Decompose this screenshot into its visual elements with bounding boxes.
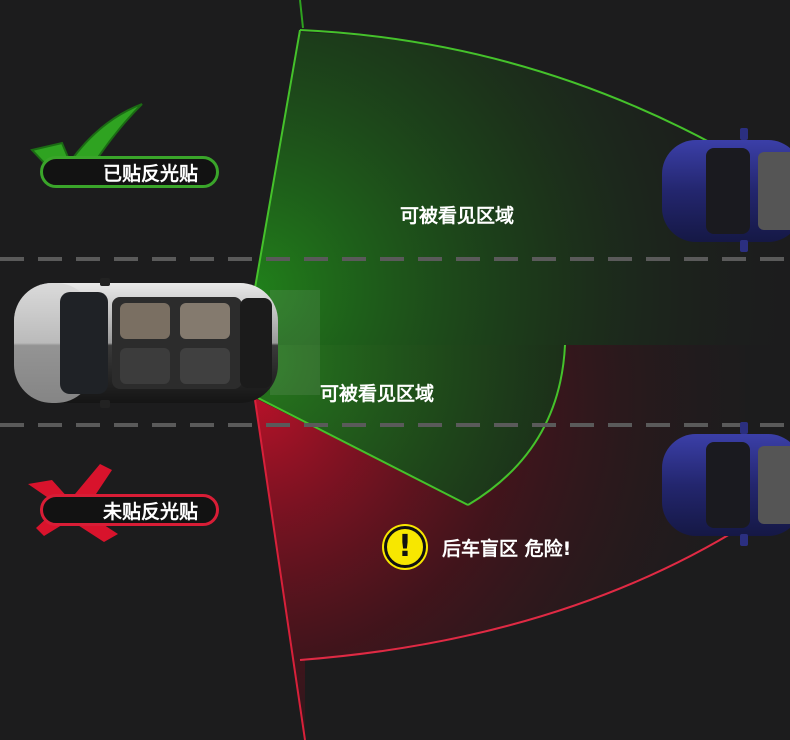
visible-zone-label-top: 可被看见区域 [400,205,515,227]
blind-spot-warning: ! 后车盲区 危险! [384,526,571,568]
badge-with-sticker: 已贴反光贴 [40,156,220,188]
badge-with-sticker-label: 已贴反光贴 [103,162,199,185]
blind-zone [255,345,745,740]
badge-without-sticker-label: 未贴反光贴 [103,500,199,523]
rear-car-visible [662,128,790,252]
warning-icon: ! [384,526,426,568]
visible-zone-label-middle: 可被看见区域 [320,383,435,405]
badge-without-sticker: 未贴反光贴 [40,494,220,526]
rear-car-blind [662,422,790,546]
warning-text: 后车盲区 危险! [442,537,572,560]
visible-zone-inner [255,345,565,505]
visible-zone-upper [255,32,790,345]
own-car [14,278,278,408]
